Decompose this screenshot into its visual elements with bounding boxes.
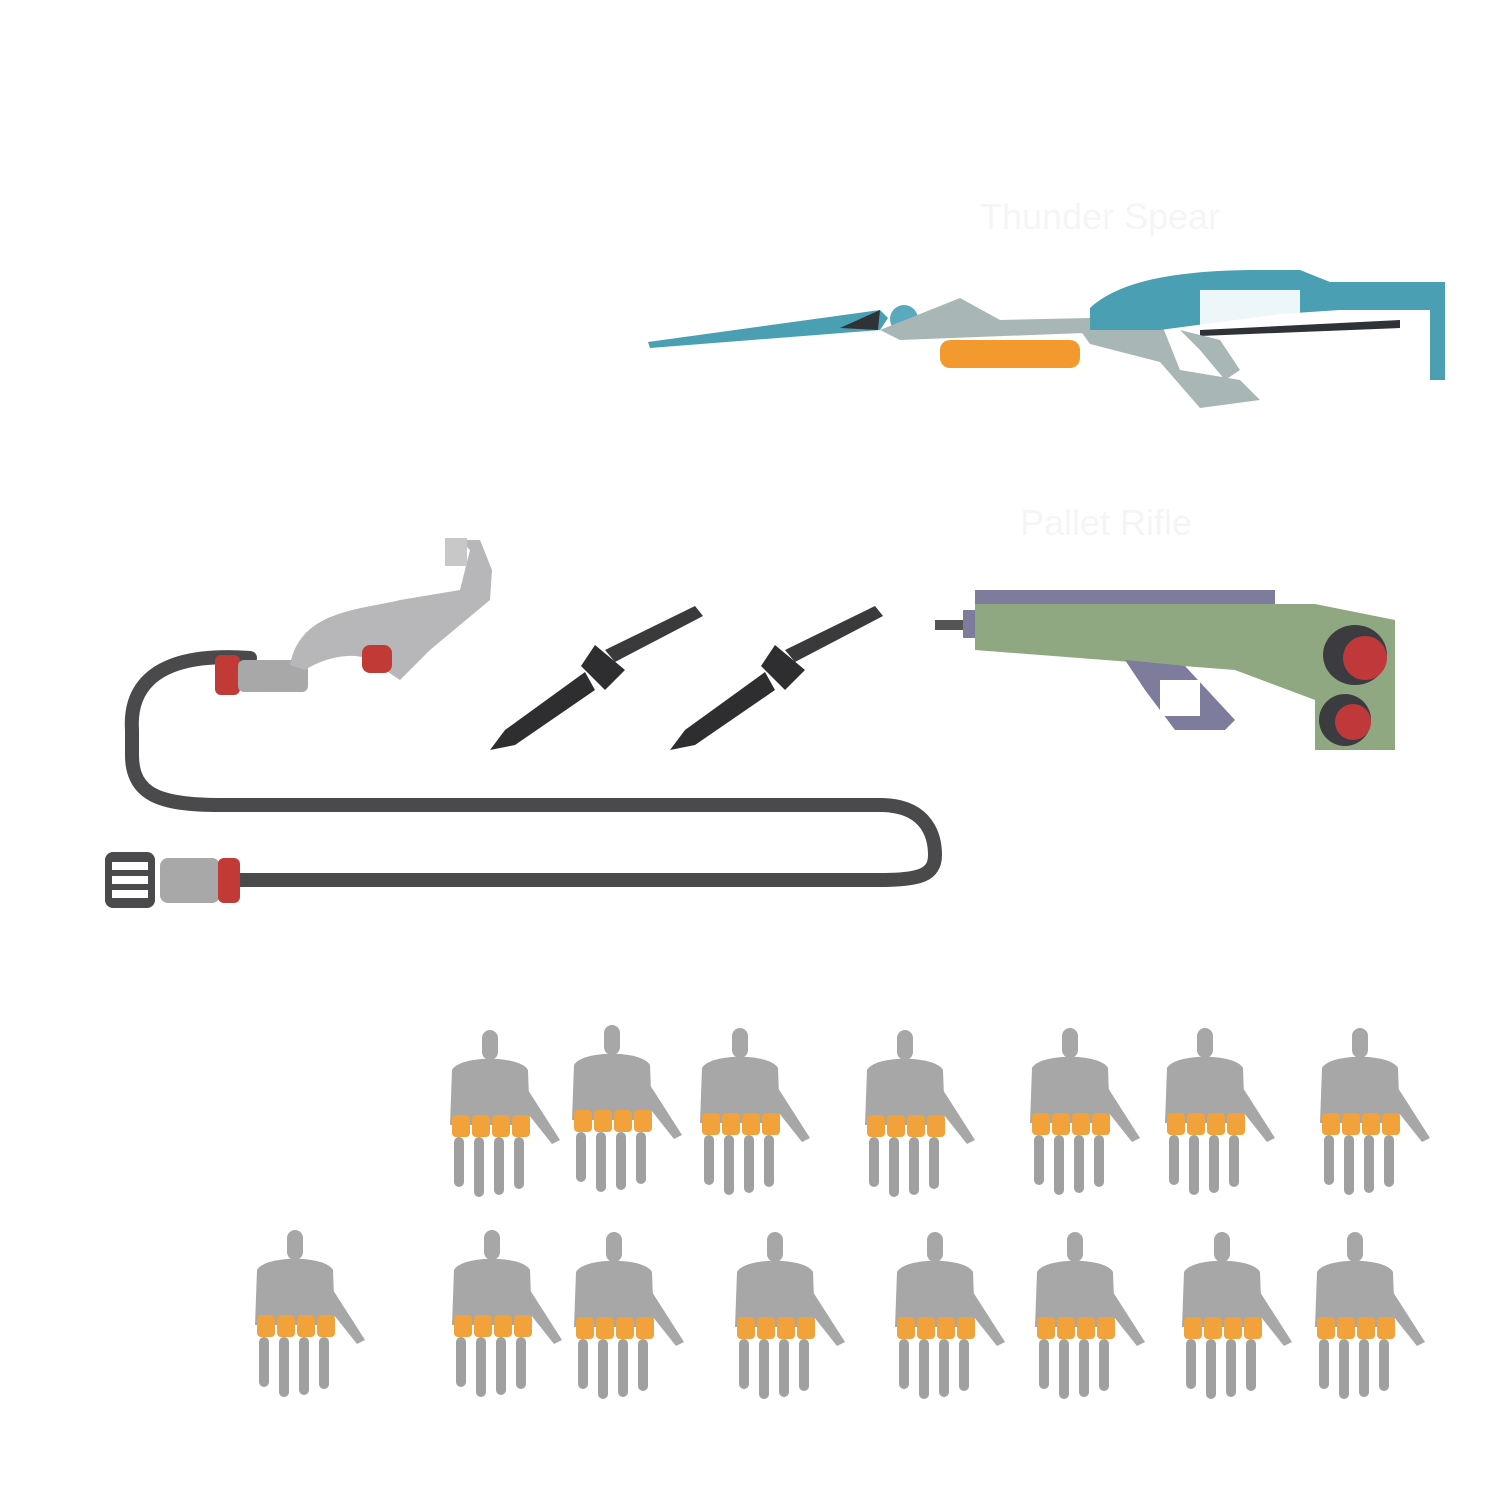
progressive-knife-1: [490, 606, 703, 750]
pallet-rifle: [935, 590, 1395, 750]
pallet-rifle-caption: Pallet Rifle: [1020, 502, 1193, 543]
thunder-spear: [648, 270, 1445, 408]
thunder-spear-caption: Thunder Spear: [980, 196, 1221, 237]
umbilical-cable: [105, 538, 943, 908]
progressive-knife-2: [670, 606, 883, 750]
